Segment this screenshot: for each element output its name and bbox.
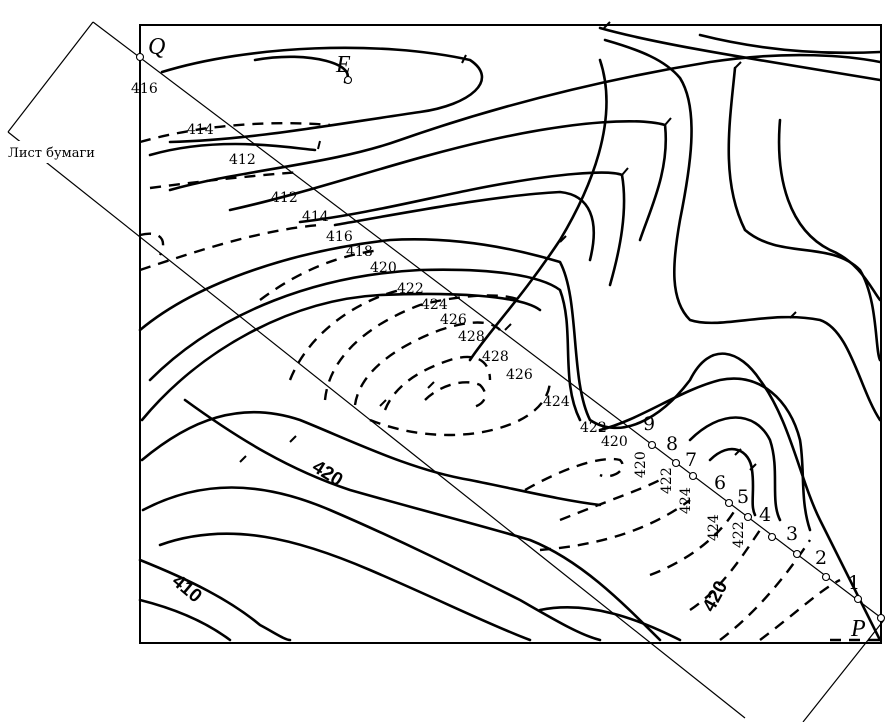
crossing-label: 9 [643, 413, 655, 435]
edge-heights: 416 414 412 412 414 416 418 420 422 424 … [131, 81, 628, 450]
edge-height-label: 414 [187, 122, 214, 138]
crossing-label: 6 [714, 472, 726, 494]
point-p-marker [876, 613, 886, 623]
point-e-marker [343, 75, 353, 85]
paper-label-backdrop [4, 141, 132, 163]
crossing-point [743, 512, 753, 522]
edge-height-label: 420 [633, 451, 649, 478]
paper-right-edge [802, 619, 885, 722]
edge-height-label: 422 [659, 467, 675, 494]
edge-height-label: 412 [229, 152, 256, 168]
edge-height-label: 422 [731, 521, 747, 548]
paper-left-edge [7, 21, 94, 133]
paper-sheet [7, 21, 885, 722]
crossing-point [767, 532, 777, 542]
point-p-label: P [850, 616, 866, 642]
crossing-label: 4 [759, 504, 771, 526]
edge-height-label: 424 [706, 514, 722, 541]
point-e-label: E [335, 52, 351, 78]
crossing-points [647, 440, 863, 604]
crossing-point [647, 440, 657, 450]
edge-height-label: 424 [543, 394, 570, 410]
crossing-label: 1 [848, 572, 860, 594]
edge-height-label: 422 [397, 281, 424, 297]
edge-height-label: 424 [421, 297, 448, 313]
edge-height-label: 418 [346, 244, 373, 260]
edge-height-label: 424 [678, 487, 694, 514]
crossing-point [821, 572, 831, 582]
point-q-label: Q [148, 34, 165, 60]
crossing-label: 7 [685, 449, 697, 471]
edge-height-label: 426 [440, 312, 467, 328]
rotated-edge-heights: 420 422 424 424 422 [633, 451, 747, 548]
edge-height-label: 426 [506, 367, 533, 383]
edge-height-label: 420 [601, 434, 628, 450]
crossing-point [671, 458, 681, 468]
edge-height-label: 416 [326, 229, 353, 245]
crossing-label: 8 [666, 433, 678, 455]
map-frame [139, 24, 882, 644]
crossing-point [688, 471, 698, 481]
edge-height-label: 428 [458, 329, 485, 345]
contour-value-label: 420 [699, 577, 732, 615]
point-q-marker [135, 52, 145, 62]
crossing-label: 5 [737, 486, 749, 508]
paper-label: Лист бумаги [8, 146, 95, 161]
edge-height-label: 412 [271, 190, 298, 206]
contour-value-label: 410 [168, 571, 206, 607]
solid-contour-lines [138, 26, 882, 642]
edge-height-label: 428 [482, 349, 509, 365]
edge-height-label: 422 [580, 420, 607, 436]
edge-height-label: 414 [302, 209, 329, 225]
crossing-labels: 1 2 3 4 5 6 7 8 9 [643, 413, 860, 594]
crossing-label: 2 [815, 547, 827, 569]
edge-height-label: 416 [131, 81, 158, 97]
paper-upper-edge [92, 21, 885, 621]
crossing-point [724, 498, 734, 508]
paper-lower-edge [7, 131, 746, 719]
crossing-label: 3 [786, 523, 798, 545]
crossing-point [853, 594, 863, 604]
edge-height-label: 420 [370, 260, 397, 276]
dashed-contour-lines [139, 121, 880, 642]
crossing-point [792, 549, 802, 559]
contour-ticks [239, 21, 797, 471]
